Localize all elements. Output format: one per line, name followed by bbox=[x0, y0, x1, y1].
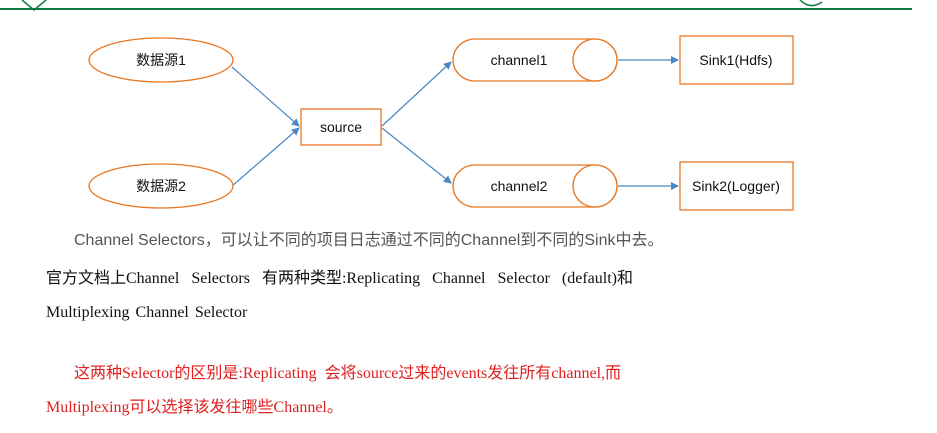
paragraph-difference-line2: Multiplexing可以选择该发往哪些Channel。 bbox=[46, 399, 343, 416]
node-sink1-shape bbox=[679, 35, 794, 85]
header-chevron-icon bbox=[21, 0, 47, 11]
node-source2-shape bbox=[88, 163, 234, 209]
paragraph-difference-line1-text: 这两种Selector的区别是:Replicating 会将source过来的e… bbox=[74, 365, 622, 382]
node-source-label: source bbox=[320, 119, 362, 135]
node-source1-label: 数据源1 bbox=[136, 52, 186, 68]
paragraph-intro-text: Channel Selectors，可以让不同的项目日志通过不同的Channel… bbox=[74, 232, 664, 249]
node-sink1-label: Sink1(Hdfs) bbox=[699, 52, 772, 68]
node-sink2: Sink2(Logger) bbox=[679, 161, 794, 211]
diagram-edges bbox=[231, 56, 679, 190]
node-source: source bbox=[300, 108, 382, 146]
node-sink2-label: Sink2(Logger) bbox=[692, 178, 780, 194]
paragraph-difference: 这两种Selector的区别是:Replicating 会将source过来的e… bbox=[46, 357, 916, 425]
node-source-shape bbox=[300, 108, 382, 146]
node-source2: 数据源2 bbox=[88, 163, 234, 209]
node-source1-shape bbox=[88, 37, 234, 83]
paragraph-difference-line1: 这两种Selector的区别是:Replicating 会将source过来的e… bbox=[46, 357, 916, 391]
node-channel2: channel2 bbox=[452, 164, 618, 208]
paragraph-types-line2: Multiplexing Channel Selector bbox=[46, 304, 248, 321]
node-sink2-shape bbox=[679, 161, 794, 211]
edge-source-to-channel1 bbox=[381, 61, 452, 127]
flume-selector-diagram: 数据源1 数据源2 source channel1 channel2 Sink1… bbox=[0, 0, 912, 211]
node-channel2-cap bbox=[572, 164, 618, 208]
paragraph-types-line1: 官方文档上Channel Selectors 有两种类型:Replicating… bbox=[46, 270, 633, 287]
paragraph-types: 官方文档上Channel Selectors 有两种类型:Replicating… bbox=[46, 262, 916, 330]
node-sink1: Sink1(Hdfs) bbox=[679, 35, 794, 85]
node-channel1-label: channel1 bbox=[491, 52, 548, 68]
node-channel1-cap bbox=[572, 38, 618, 82]
header-decoration-icon bbox=[799, 0, 823, 7]
node-source1: 数据源1 bbox=[88, 37, 234, 83]
edge-source2-to-source bbox=[231, 127, 300, 187]
header-bar bbox=[0, 0, 912, 11]
paragraph-intro: Channel Selectors，可以让不同的项目日志通过不同的Channel… bbox=[46, 226, 916, 256]
node-channel1: channel1 bbox=[452, 38, 618, 82]
edge-source1-to-source bbox=[231, 66, 300, 127]
node-channel2-label: channel2 bbox=[491, 178, 548, 194]
node-source2-label: 数据源2 bbox=[136, 178, 186, 194]
edge-source-to-channel2 bbox=[381, 127, 452, 184]
